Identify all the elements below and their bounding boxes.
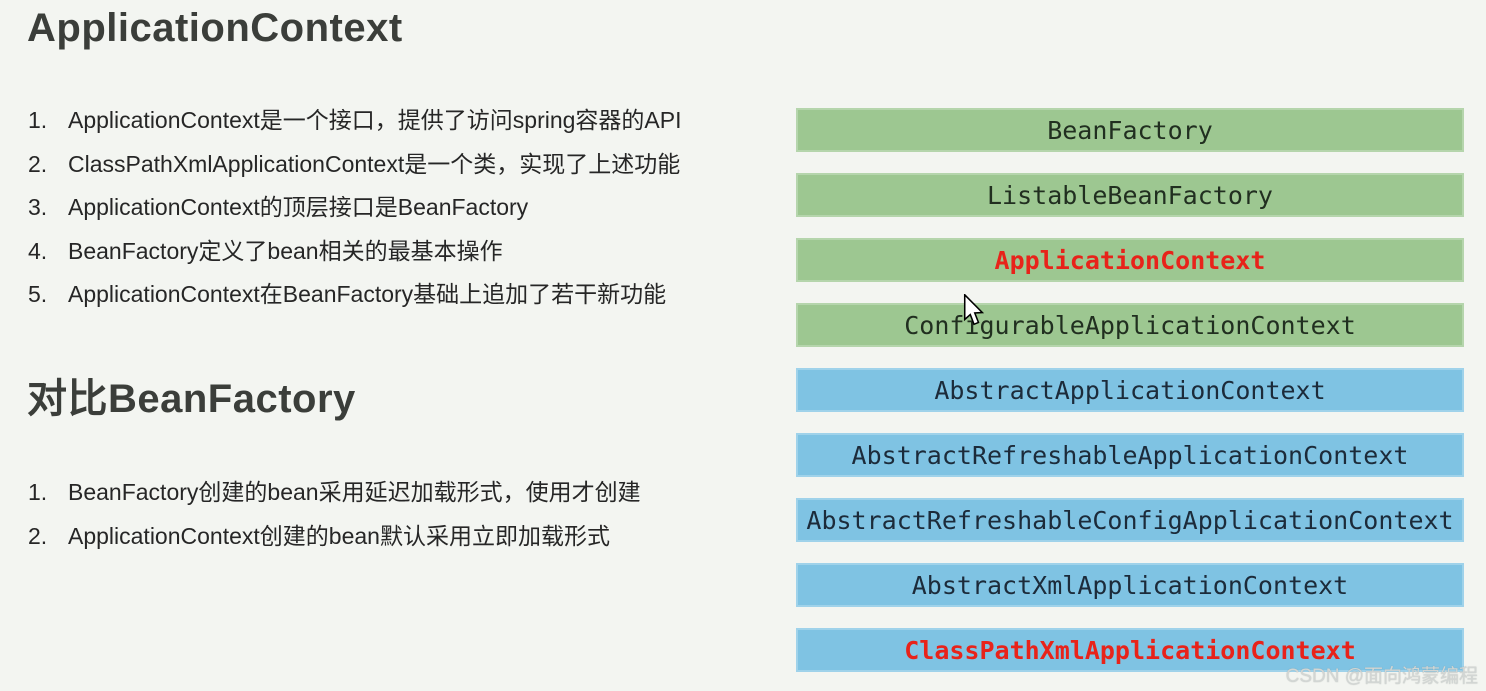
hierarchy-bar: AbstractXmlApplicationContext xyxy=(796,563,1464,607)
class-name-label: AbstractApplicationContext xyxy=(934,375,1326,405)
class-name-label: AbstractRefreshableConfigApplicationCont… xyxy=(806,505,1454,535)
list-item: ApplicationContext是一个接口，提供了访问spring容器的AP… xyxy=(68,107,682,133)
list-item: ApplicationContext的顶层接口是BeanFactory xyxy=(68,194,529,220)
class-name-label: AbstractRefreshableApplicationContext xyxy=(851,440,1409,470)
class-name-label: AbstractXmlApplicationContext xyxy=(911,570,1349,600)
csdn-watermark: CSDN @面向鸿蒙编程 xyxy=(1285,666,1478,687)
class-name-label: ConfigurableApplicationContext xyxy=(904,310,1356,340)
comparison-section-title: 对比BeanFactory xyxy=(27,377,356,421)
hierarchy-bar: AbstractApplicationContext xyxy=(796,368,1464,412)
hierarchy-bar: AbstractRefreshableApplicationContext xyxy=(796,433,1464,477)
beanfactory-comparison-list: BeanFactory创建的bean采用延迟加载形式，使用才创建 Applica… xyxy=(28,471,641,558)
page-title: ApplicationContext xyxy=(27,6,403,50)
class-name-label: ApplicationContext xyxy=(994,245,1266,275)
class-name-label: ListableBeanFactory xyxy=(987,180,1273,210)
application-context-points-list: ApplicationContext是一个接口，提供了访问spring容器的AP… xyxy=(28,99,682,317)
hierarchy-bar: AbstractRefreshableConfigApplicationCont… xyxy=(796,498,1464,542)
hierarchy-bar: ListableBeanFactory xyxy=(796,173,1464,217)
list-item: ClassPathXmlApplicationContext是一个类，实现了上述… xyxy=(68,150,681,177)
hierarchy-bar: ConfigurableApplicationContext xyxy=(796,303,1464,347)
list-item: BeanFactory定义了bean相关的最基本操作 xyxy=(68,237,503,264)
list-item: ApplicationContext在BeanFactory基础上追加了若干新功… xyxy=(68,281,667,307)
class-name-label: ClassPathXmlApplicationContext xyxy=(904,635,1356,665)
list-item: ApplicationContext创建的bean默认采用立即加载形式 xyxy=(68,522,610,549)
hierarchy-bar: ClassPathXmlApplicationContext xyxy=(796,628,1464,672)
class-hierarchy-diagram: BeanFactory ListableBeanFactory Applicat… xyxy=(796,108,1464,672)
hierarchy-bar: ApplicationContext xyxy=(796,238,1464,282)
hierarchy-bar: BeanFactory xyxy=(796,108,1464,152)
list-item: BeanFactory创建的bean采用延迟加载形式，使用才创建 xyxy=(68,479,641,505)
class-name-label: BeanFactory xyxy=(1047,115,1213,145)
